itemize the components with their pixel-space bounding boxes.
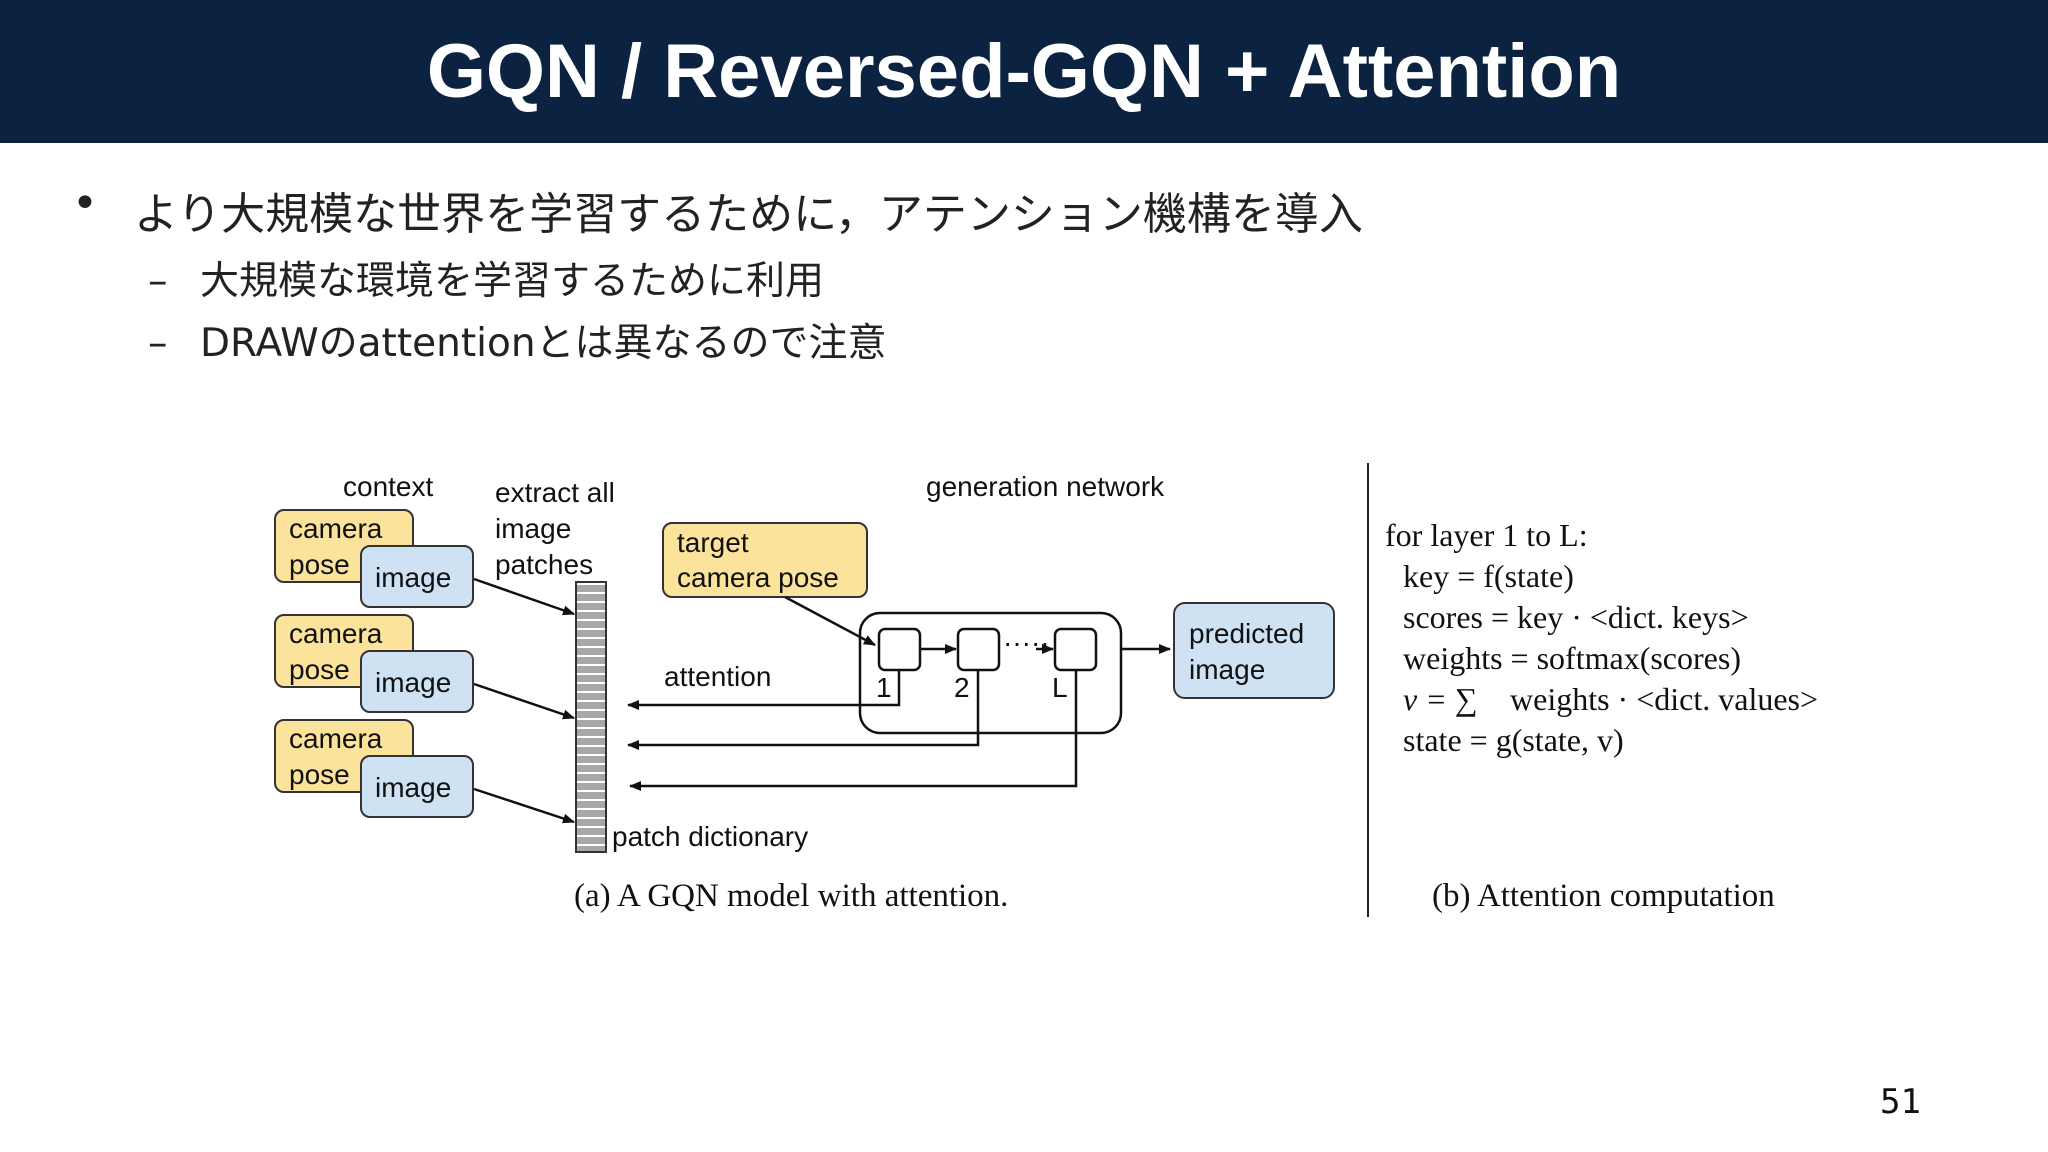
predicted-image-label: predicted: [1189, 618, 1304, 649]
image-box: [360, 650, 474, 713]
layer-cell-2: [956, 627, 1001, 672]
caption-b: (b) Attention computation: [1432, 878, 1775, 914]
layer-label-L: L: [1052, 672, 1068, 703]
context-pair-2: camera pose image: [274, 614, 474, 713]
camera-pose-label: pose: [289, 549, 350, 580]
extract-label-line-3: patches: [495, 549, 593, 580]
layer-label-1: 1: [876, 672, 892, 703]
camera-pose-label: pose: [289, 759, 350, 790]
bullet-main: • より大規模な世界を学習するために，アテンション機構を導入: [72, 178, 1363, 240]
bullet-dash: –: [148, 321, 168, 366]
algo-line-5-prefix: v = ∑: [1403, 681, 1478, 717]
page-number: 51: [1880, 1082, 1921, 1122]
attention-arrow-2: [627, 670, 980, 750]
extract-arrow: [473, 577, 575, 616]
predicted-image-label: image: [1189, 654, 1265, 685]
image-label: image: [375, 772, 451, 803]
camera-pose-label: camera: [289, 513, 383, 544]
algo-line-2: key = f(state): [1403, 558, 1574, 594]
algo-line-5: weights · <dict. values>: [1510, 681, 1818, 717]
target-pose-label: target: [677, 527, 749, 558]
image-box: [360, 755, 474, 818]
attention-arrow-L: [629, 670, 1078, 791]
attention-arrow-1: [627, 670, 901, 710]
context-label: context: [343, 471, 433, 502]
algo-line-4: weights = softmax(scores): [1403, 640, 1741, 676]
target-pose-arrow: [784, 595, 876, 647]
bullet-dash: –: [148, 259, 168, 304]
patch-dictionary: [575, 581, 607, 853]
algo-line-3: scores = key · <dict. keys>: [1403, 599, 1749, 635]
bullet-main-text: より大規模な世界を学習するために，アテンション機構を導入: [134, 189, 1363, 240]
attention-label: attention: [664, 661, 771, 692]
layer-cell-L: [1053, 627, 1098, 672]
caption-a: (a) A GQN model with attention.: [574, 878, 1008, 914]
bullet-sub-1: –大規模な環境を学習するために利用: [148, 250, 824, 306]
extract-arrow: [473, 787, 575, 824]
generation-network-label: generation network: [926, 471, 1165, 502]
algo-line-6: state = g(state, v): [1403, 722, 1624, 758]
ellipsis-dots: ·····: [1003, 627, 1050, 658]
target-pose-label: camera pose: [677, 562, 839, 593]
camera-pose-label: camera: [289, 618, 383, 649]
context-pair-3: camera pose image: [274, 719, 474, 818]
slide-title: GQN / Reversed-GQN + Attention: [426, 29, 1622, 114]
bullet-dot: •: [72, 178, 98, 229]
image-label: image: [375, 562, 451, 593]
generation-network-box: [858, 611, 1123, 735]
bullet-sub-2: –DRAWのattentionとは異なるので注意: [148, 312, 887, 368]
extract-label-line-1: extract all: [495, 477, 615, 508]
camera-pose-label: camera: [289, 723, 383, 754]
bullet-sub-1-text: 大規模な環境を学習するために利用: [200, 259, 825, 304]
extract-arrow: [473, 682, 575, 720]
image-label: image: [375, 667, 451, 698]
target-camera-pose-box: [662, 522, 868, 598]
layer-label-2: 2: [954, 672, 970, 703]
extract-label-line-2: image: [495, 513, 571, 544]
camera-pose-label: pose: [289, 654, 350, 685]
patch-dictionary-label: patch dictionary: [612, 821, 808, 852]
layer-cell-1: [877, 627, 922, 672]
image-box: [360, 545, 474, 608]
context-pair-1: camera pose image: [274, 509, 474, 608]
bullet-sub-2-text: DRAWのattentionとは異なるので注意: [200, 321, 887, 366]
title-bar: [0, 0, 2048, 143]
predicted-image-box: [1173, 602, 1335, 699]
algo-line-1: for layer 1 to L:: [1385, 517, 1588, 553]
